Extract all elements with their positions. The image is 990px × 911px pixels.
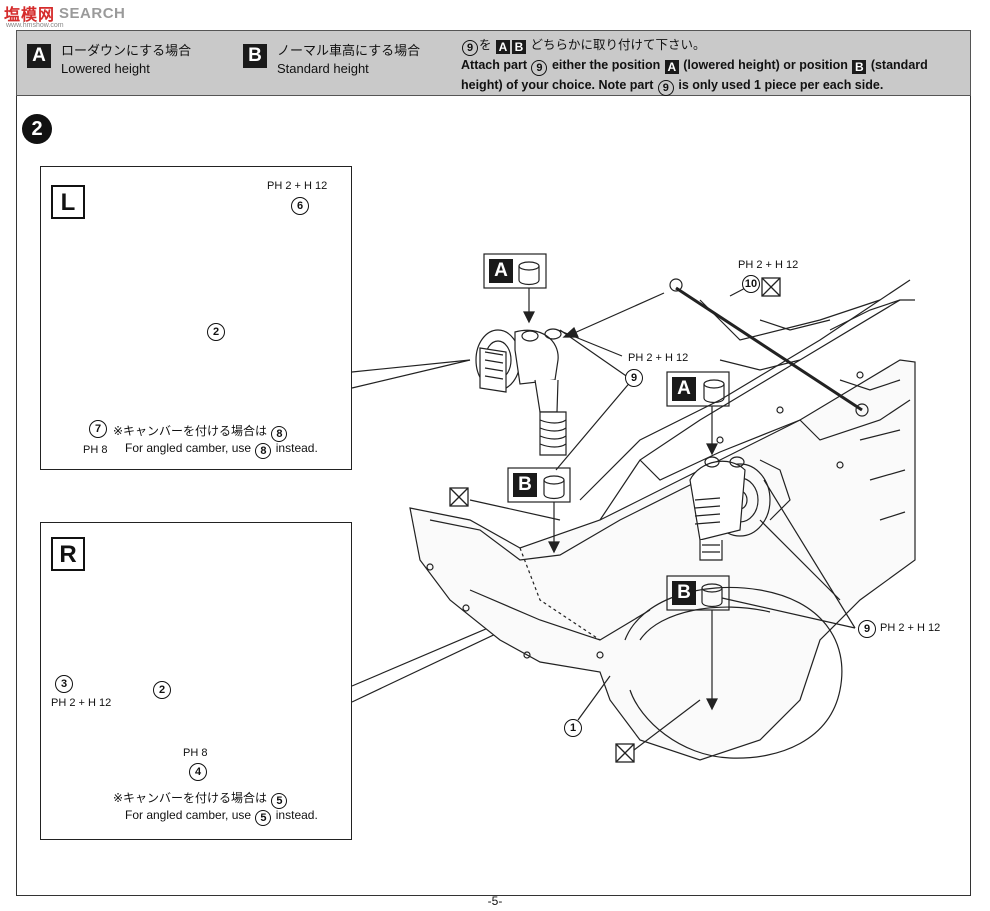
- paint-10: PH 2 + H 12: [738, 259, 799, 271]
- option-b-jp: ノーマル車高にする場合: [277, 43, 421, 58]
- option-a-badge: A: [27, 44, 51, 68]
- right-camber-en-end: instead.: [275, 808, 318, 822]
- step-frame: [16, 96, 971, 896]
- left-panel-label: L: [51, 185, 85, 219]
- left-camber-jp-part: 8: [271, 426, 288, 442]
- part-9b: 9: [858, 620, 876, 638]
- callout-a-right: A: [672, 377, 696, 401]
- left-side-panel: L PH 2 + H 12 6 2 7 PH 8 ※キャンバーを付ける場合は 8…: [40, 166, 352, 470]
- left-part-2: 2: [207, 323, 225, 341]
- watermark: 塩模网 SEARCH: [4, 4, 126, 25]
- right-camber-en: For angled camber, use 5 instead.: [125, 808, 318, 826]
- left-camber-jp-text: ※キャンバーを付ける場合は: [113, 424, 268, 438]
- right-camber-en-part: 5: [255, 810, 272, 826]
- right-paint-4: PH 8: [183, 747, 208, 759]
- option-a-en: Lowered height: [61, 61, 150, 76]
- step-number-badge: 2: [22, 114, 52, 144]
- left-paint-top: PH 2 + H 12: [267, 180, 328, 192]
- left-camber-en-part: 8: [255, 443, 272, 459]
- left-camber-en: For angled camber, use 8 instead.: [125, 441, 318, 459]
- option-a-jp: ローダウンにする場合: [61, 43, 192, 58]
- option-b: B ノーマル車高にする場合 Standard height: [243, 42, 420, 78]
- right-paint-3: PH 2 + H 12: [51, 697, 112, 709]
- page-number: -5-: [487, 894, 503, 908]
- left-camber-en-end: instead.: [275, 441, 318, 455]
- note-en-3: (lowered height) or position: [683, 58, 848, 72]
- watermark-search: SEARCH: [59, 4, 126, 22]
- right-camber-jp: ※キャンバーを付ける場合は 5: [113, 789, 288, 809]
- watermark-url: www.hmshow.com: [6, 22, 64, 29]
- callout-a-right-badge: A: [672, 377, 696, 401]
- note-badge-b: B: [511, 40, 526, 54]
- paint-9a: PH 2 + H 12: [628, 352, 689, 364]
- callout-a-left-badge: A: [489, 259, 513, 283]
- instruction-header: A ローダウンにする場合 Lowered height B ノーマル車高にする場…: [16, 30, 971, 96]
- right-panel-label: R: [51, 537, 85, 571]
- callout-b-left-badge: B: [513, 473, 537, 497]
- left-part-7: 7: [89, 420, 107, 438]
- left-camber-en-text: For angled camber, use: [125, 441, 252, 455]
- note-part-circle: 9: [462, 40, 478, 56]
- right-part-3: 3: [55, 675, 73, 693]
- part-10: 10: [742, 275, 760, 293]
- right-part-4: 4: [189, 763, 207, 781]
- part-9a: 9: [625, 369, 643, 387]
- right-camber-jp-part: 5: [271, 793, 288, 809]
- note-badge-a: A: [495, 40, 510, 54]
- note-jp-text: どちらかに取り付けて下さい。: [530, 38, 706, 52]
- callout-b-right: B: [672, 581, 696, 605]
- left-paint-bottom: PH 8: [83, 444, 108, 456]
- note-en-6: is only used 1 piece per each side.: [678, 78, 884, 92]
- note-badge-b-2: B: [852, 60, 867, 74]
- note-en-4: (standard: [870, 58, 928, 72]
- watermark-logo: 塩模网: [4, 7, 56, 24]
- note-en-1: Attach part: [461, 58, 527, 72]
- note-en-5: height) of your choice. Note part: [461, 78, 654, 92]
- option-a: A ローダウンにする場合 Lowered height: [27, 42, 191, 78]
- note-en-2: either the position: [551, 58, 661, 72]
- callout-b-right-badge: B: [672, 581, 696, 605]
- left-part-6: 6: [291, 197, 309, 215]
- option-b-en: Standard height: [277, 61, 369, 76]
- note-part-circle-3: 9: [657, 80, 674, 96]
- right-camber-en-text: For angled camber, use: [125, 808, 252, 822]
- right-part-2: 2: [153, 681, 171, 699]
- left-camber-jp: ※キャンバーを付ける場合は 8: [113, 422, 288, 442]
- note-part-circle-2: 9: [531, 60, 548, 76]
- callout-a-left: A: [489, 259, 513, 283]
- paint-9b: PH 2 + H 12: [880, 622, 941, 634]
- option-b-badge: B: [243, 44, 267, 68]
- right-camber-jp-text: ※キャンバーを付ける場合は: [113, 791, 268, 805]
- note-badge-a-2: A: [664, 60, 679, 74]
- right-side-panel: R 3 PH 2 + H 12 2 PH 8 4 ※キャンバーを付ける場合は 5…: [40, 522, 352, 840]
- callout-b-left: B: [513, 473, 537, 497]
- part-1: 1: [564, 719, 582, 737]
